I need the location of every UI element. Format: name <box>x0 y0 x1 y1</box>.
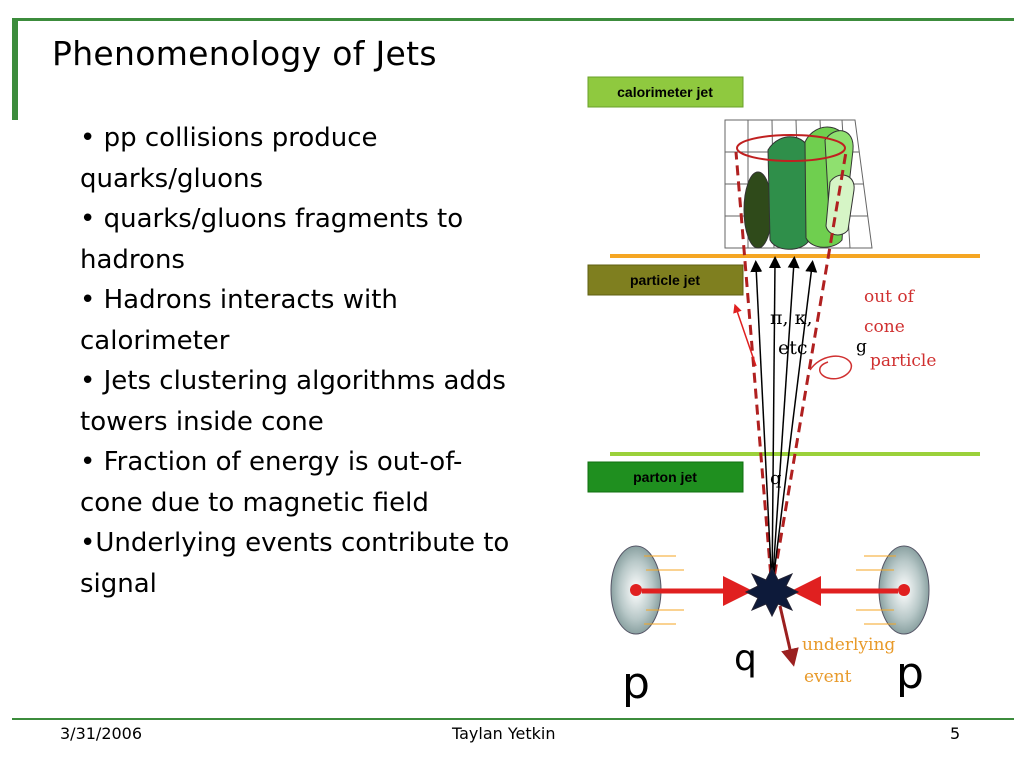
footer-author: Taylan Yetkin <box>452 724 556 743</box>
footer-date: 3/31/2006 <box>60 724 143 743</box>
collision-star <box>744 566 800 618</box>
proton-right-label: p <box>896 648 924 699</box>
jet-diagram: calorimeter jet particle jet parton jet <box>587 76 980 709</box>
slide-title: Phenomenology of Jets <box>52 34 437 73</box>
cone-right-line <box>770 151 848 591</box>
quark-label-big: q <box>734 638 757 679</box>
gluon-label: g <box>856 337 867 357</box>
bullet-item: • Fraction of energy is out-of-cone due … <box>80 447 463 518</box>
quark-label-small: q <box>770 468 782 489</box>
frame-left-border <box>12 18 18 120</box>
underlying-line1: underlying <box>802 635 895 655</box>
speed-lines <box>644 555 896 625</box>
out-of-cone-arrow <box>733 303 757 367</box>
bullet-item: • Jets clustering algorithms adds towers… <box>80 366 506 437</box>
footer-divider <box>12 718 1014 720</box>
bullet-item: • pp collisions produce quarks/gluons <box>80 123 378 194</box>
bullet-item: • quarks/gluons fragments to hadrons <box>80 204 464 275</box>
footer-page-number: 5 <box>950 724 961 743</box>
parton-jet-box <box>587 461 744 493</box>
bullet-item: • Hadrons interacts with calorimeter <box>80 285 398 356</box>
frame-top-border <box>12 18 1014 21</box>
parton-jet-label: parton jet <box>633 469 697 485</box>
particle-jet-label: particle jet <box>630 272 700 288</box>
calorimeter-jet-box <box>587 76 744 108</box>
calorimeter-jet-label: calorimeter jet <box>617 84 713 100</box>
proton-left-label: p <box>622 658 650 709</box>
particle-jet-box <box>587 264 744 296</box>
bullet-item: •Underlying events contribute to signal <box>80 528 510 599</box>
bullet-list: • pp collisions produce quarks/gluons • … <box>80 118 510 604</box>
underlying-line2: event <box>804 667 852 687</box>
cone-ellipse <box>736 134 846 162</box>
cone-left-line <box>734 151 774 591</box>
hadrons-label-line2: etc <box>778 337 808 359</box>
hadrons-label-line1: π, κ, <box>770 307 812 329</box>
out-of-cone-line3: particle <box>870 351 936 371</box>
gluon-curl <box>809 355 853 380</box>
proton-left-core <box>630 584 642 596</box>
proton-right-core <box>898 584 910 596</box>
out-of-cone-line1: out of <box>864 287 916 307</box>
underlying-event-arrow <box>778 605 799 667</box>
hadron-arrows <box>750 256 818 591</box>
out-of-cone-line2: cone <box>864 317 905 337</box>
energy-deposits <box>743 126 855 250</box>
